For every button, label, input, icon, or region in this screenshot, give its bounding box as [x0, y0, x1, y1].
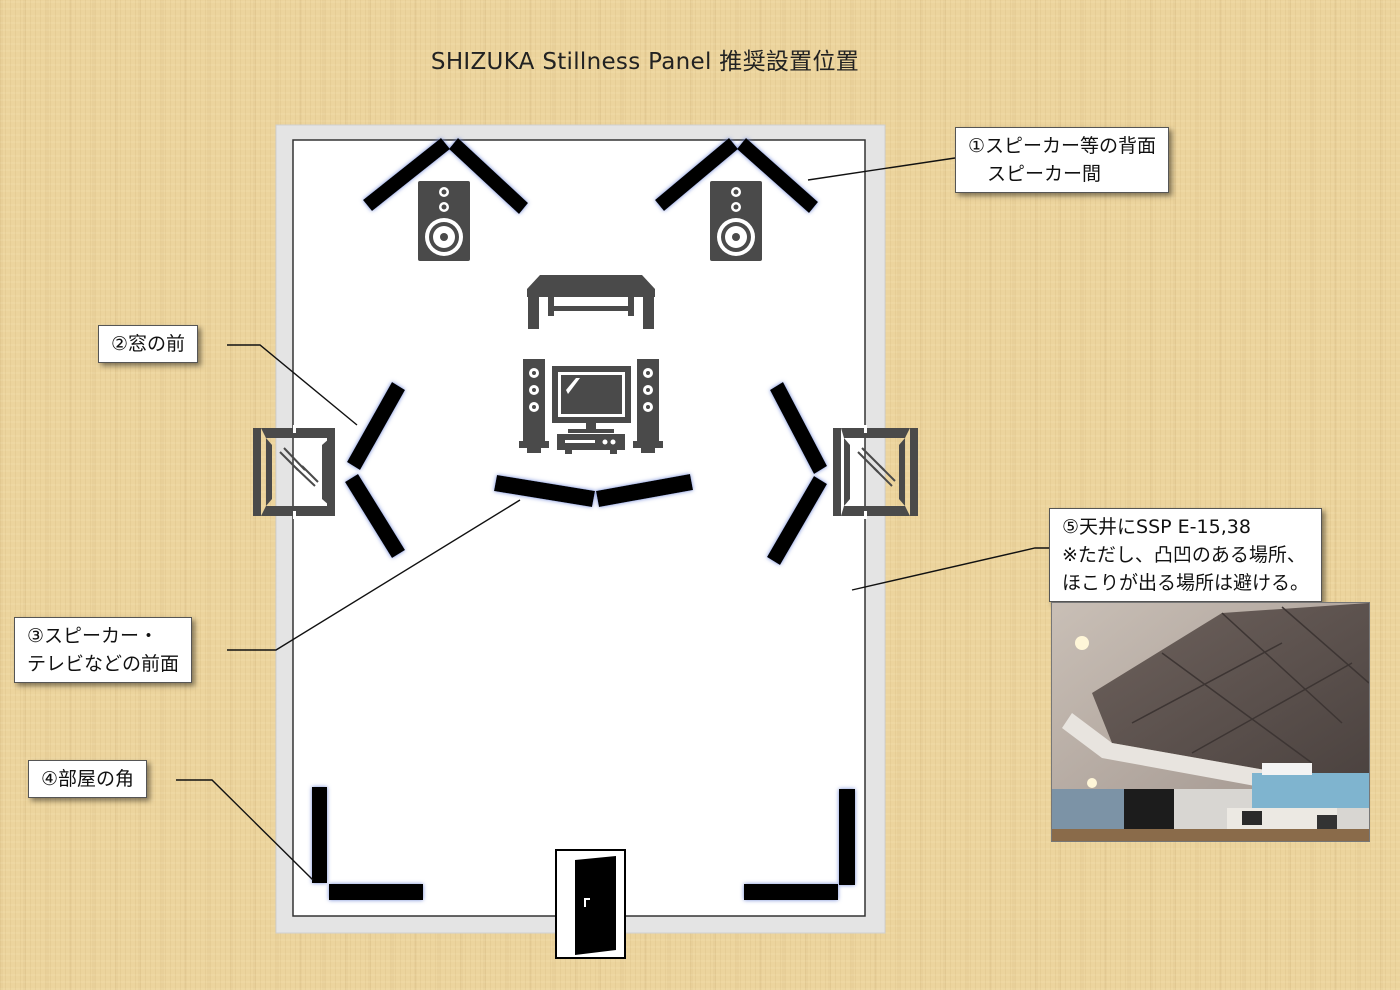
- callout-speaker-back: ①スピーカー等の背面 スピーカー間: [955, 127, 1170, 193]
- callout-window-front: ②窓の前: [98, 325, 199, 363]
- tv-system-icon: [519, 359, 663, 454]
- callout-room-corner: ④部屋の角: [28, 760, 148, 798]
- stillness-panels: [312, 138, 855, 900]
- window-right-icon: [833, 425, 918, 519]
- page-title: SHIZUKA Stillness Panel 推奨設置位置: [430, 49, 860, 75]
- panel-window-left-lower: [345, 474, 405, 558]
- callout-ceiling: ⑤天井にSSP E-15,38 ※ただし、凸凹のある場所、 ほこりが出る場所は避…: [1049, 508, 1323, 602]
- speaker-right-icon: [710, 181, 762, 261]
- panel-corner-left-vertical: [312, 787, 327, 883]
- leader-3: [227, 499, 521, 651]
- callout-1-line1: ①スピーカー等の背面: [968, 135, 1157, 157]
- table-icon: [527, 275, 655, 329]
- panel-corner-right-vertical: [839, 789, 855, 885]
- callout-5-line1: ⑤天井にSSP E-15,38: [1062, 516, 1251, 538]
- callout-5-line3: ほこりが出る場所は避ける。: [1062, 572, 1310, 594]
- panel-front-right: [596, 474, 693, 507]
- leader-5: [851, 547, 1049, 591]
- door-icon: [555, 849, 626, 959]
- callout-5-line2: ※ただし、凸凹のある場所、: [1062, 544, 1306, 566]
- ceiling-photo: [1051, 602, 1370, 842]
- panel-corner-right-horizontal: [744, 884, 838, 900]
- leader-lines: [176, 157, 1049, 881]
- callout-3-line1: ③スピーカー・: [27, 625, 159, 647]
- panel-speaker-right-inner: [737, 138, 818, 213]
- callout-1-line2: スピーカー間: [968, 163, 1102, 185]
- window-left-icon: [253, 425, 335, 519]
- panel-speaker-left-inner: [449, 138, 528, 214]
- leader-1: [807, 157, 956, 181]
- callout-3-line2: テレビなどの前面: [27, 653, 180, 675]
- panel-window-left-upper: [347, 382, 405, 470]
- speaker-left-icon: [418, 181, 470, 261]
- callout-2-line1: ②窓の前: [111, 333, 186, 355]
- panel-speaker-right-outer: [655, 138, 738, 211]
- callout-tv-front: ③スピーカー・ テレビなどの前面: [14, 617, 193, 683]
- callout-4-line1: ④部屋の角: [41, 768, 135, 790]
- panel-window-right-upper: [770, 382, 827, 474]
- panel-window-right-lower: [767, 476, 827, 565]
- panel-corner-left-horizontal: [329, 884, 423, 900]
- panel-front-left: [494, 475, 595, 507]
- leader-4: [176, 779, 314, 881]
- panel-speaker-left-outer: [363, 138, 450, 211]
- leader-2: [227, 344, 358, 426]
